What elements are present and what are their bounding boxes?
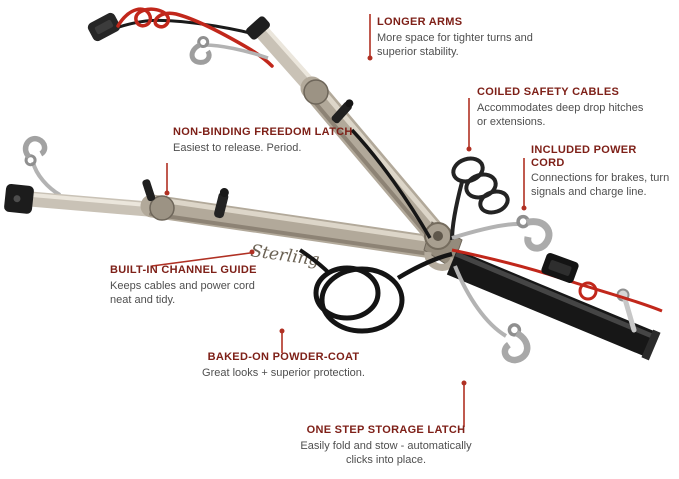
clevis-mount	[4, 184, 34, 214]
lower-arm: Sterling	[4, 179, 444, 271]
callout-title: NON-BINDING FREEDOM LATCH	[173, 126, 353, 138]
power-cord-plug	[541, 252, 579, 284]
upper-latch-lever	[331, 99, 354, 124]
callout-body: Accommodates deep drop hitches or extens…	[477, 101, 644, 128]
leader-storage-latch	[461, 380, 467, 427]
callout-body: Easiest to release. Period.	[173, 141, 302, 154]
leader-powder-coat	[279, 328, 285, 353]
callout-title: INCLUDED POWER CORD	[531, 144, 637, 169]
leader-included-power-cord	[521, 158, 527, 211]
callout-body: Great looks + superior protection.	[202, 366, 365, 379]
leader-freedom-latch	[164, 163, 170, 196]
trailer-plug	[87, 12, 121, 42]
arm-end-cap	[246, 16, 270, 40]
callout-built-in-channel-guide: BUILT-IN CHANNEL GUIDE Keeps cables and …	[110, 264, 272, 307]
receiver-tube	[446, 249, 661, 361]
red-coiled-cable	[116, 7, 274, 68]
callout-baked-on-powder-coat: BAKED-ON POWDER-COAT Great looks + super…	[196, 351, 371, 380]
safety-hook-left-icon	[22, 135, 48, 167]
latch-lever	[214, 188, 229, 219]
callout-coiled-safety-cables: COILED SAFETY CABLES Accommodates deep d…	[477, 86, 645, 129]
freedom-latch-lever	[142, 179, 156, 202]
safety-cable-top	[189, 35, 269, 65]
callout-one-step-storage-latch: ONE STEP STORAGE LATCH Easily fold and s…	[294, 424, 478, 467]
safety-hook-bottom-icon	[501, 323, 531, 364]
callout-title: BAKED-ON POWDER-COAT	[207, 351, 360, 363]
callout-title: COILED SAFETY CABLES	[477, 86, 620, 98]
callout-body: Keeps cables and power cord neat and tid…	[110, 279, 255, 306]
callout-body: More space for tighter turns and superio…	[377, 31, 533, 58]
callout-included-power-cord: INCLUDED POWER CORD Connections for brak…	[531, 144, 673, 199]
leader-channel-guide	[151, 249, 255, 267]
leader-lines	[151, 14, 527, 427]
callout-title: LONGER ARMS	[377, 16, 463, 28]
trailer-plug-cord	[110, 18, 263, 38]
power-cord-coil	[298, 248, 453, 334]
leader-coiled-safety-cables	[466, 98, 472, 152]
power-cord-upper	[350, 128, 432, 239]
safety-hook-right-icon	[516, 214, 553, 252]
callout-non-binding-freedom-latch: NON-BINDING FREEDOM LATCH Easiest to rel…	[173, 126, 368, 155]
safety-hook-top-icon	[189, 35, 212, 65]
callout-title: BUILT-IN CHANNEL GUIDE	[110, 264, 257, 276]
callout-body: Connections for brakes, turn signals and…	[531, 172, 670, 199]
callout-body: Easily fold and stow - automatically cli…	[300, 439, 472, 466]
safety-cable-left	[22, 135, 62, 197]
leader-longer-arms	[367, 14, 373, 61]
safety-cable-right	[451, 214, 553, 252]
safety-cable-bottom	[453, 265, 531, 364]
callout-title: ONE STEP STORAGE LATCH	[306, 424, 466, 436]
callout-longer-arms: LONGER ARMS More space for tighter turns…	[377, 16, 539, 59]
